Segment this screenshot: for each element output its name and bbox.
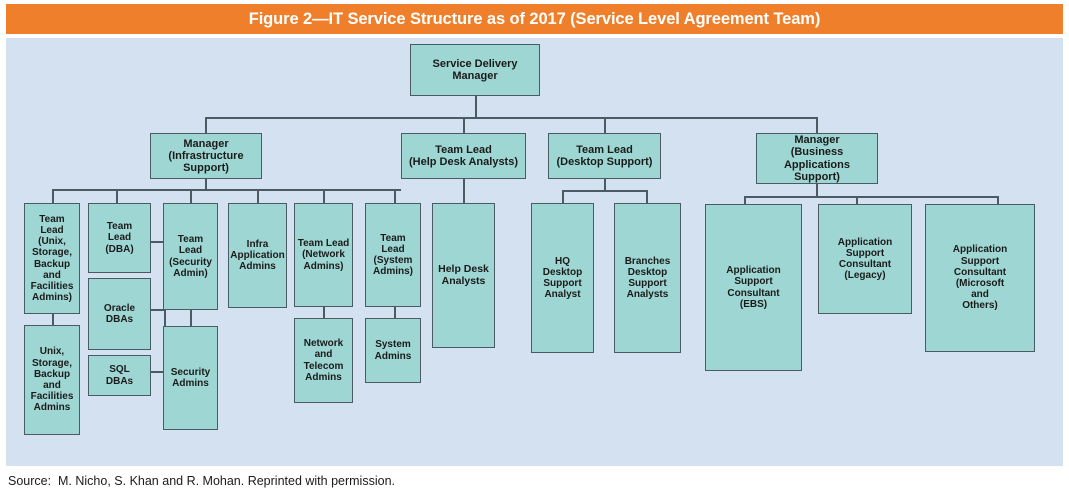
connector-tl-helpdesk-to-helpdesk — [463, 178, 465, 203]
connector-tl-dba-out — [151, 241, 165, 243]
connector-to-mgr-infra — [205, 117, 207, 133]
connector-tl-net-to-net-telecom — [323, 306, 325, 318]
node-unix-storage-backup-facilities-admins[interactable]: Unix, Storage, Backup and Facilities Adm… — [24, 325, 80, 435]
figure-title-bar: Figure 2—IT Service Structure as of 2017… — [6, 4, 1063, 34]
connector-tl-desktop-stem — [604, 178, 606, 191]
node-hq-desktop-support-analyst[interactable]: HQ Desktop Support Analyst — [531, 203, 594, 353]
connector-to-tl-dba — [116, 189, 118, 203]
connector-tl-sys-to-sys-admins — [394, 306, 396, 318]
node-network-and-telecom-admins[interactable]: Network and Telecom Admins — [294, 318, 353, 403]
figure-title: Figure 2—IT Service Structure as of 2017… — [248, 9, 821, 28]
connector-sdm-stem — [475, 96, 477, 118]
connector-to-asc-ms — [997, 196, 999, 204]
connector-to-hq-desktop — [562, 190, 564, 203]
connector-to-br-desktop — [646, 190, 648, 203]
connector-infra-bus — [52, 189, 401, 191]
node-security-admins[interactable]: Security Admins — [163, 326, 218, 430]
node-team-lead-desktop-support[interactable]: Team Lead (Desktop Support) — [548, 133, 661, 179]
node-help-desk-analysts[interactable]: Help Desk Analysts — [432, 203, 495, 348]
connector-to-tl-unix — [52, 189, 54, 203]
node-branches-desktop-support-analysts[interactable]: Branches Desktop Support Analysts — [614, 203, 681, 353]
node-application-support-consultant-ebs[interactable]: Application Support Consultant (EBS) — [705, 204, 802, 371]
connector-to-asc-legacy — [856, 196, 858, 204]
node-system-admins[interactable]: System Admins — [365, 318, 421, 383]
connector-to-oracle-dbas — [151, 309, 165, 311]
connector-bus-apps-bus — [744, 196, 998, 198]
node-infra-application-admins[interactable]: Infra Application Admins — [228, 203, 287, 308]
connector-mgr-infra-stem — [205, 178, 207, 190]
connector-to-tl-helpdesk — [463, 117, 465, 133]
connector-tl-sec-to-sec-admins — [190, 310, 192, 326]
connector-to-infra-app — [257, 189, 259, 203]
connector-level1-bus — [205, 117, 816, 119]
node-application-support-consultant-legacy[interactable]: Application Support Consultant (Legacy) — [818, 204, 912, 314]
node-team-lead-system-admins[interactable]: Team Lead (System Admins) — [365, 203, 421, 307]
connector-to-mgr-bus — [816, 117, 818, 133]
node-team-lead-network-admins[interactable]: Team Lead (Network Admins) — [294, 203, 353, 307]
connector-to-tl-sec — [190, 189, 192, 203]
connector-to-tl-net — [323, 189, 325, 203]
node-manager-business-applications-support[interactable]: Manager (Business Applications Support) — [756, 133, 878, 184]
connector-desktop-bus — [562, 190, 647, 192]
connector-to-sql-dbas — [151, 371, 165, 373]
connector-tl-unix-to-unix-admins — [52, 313, 54, 325]
connector-to-asc-ebs — [744, 196, 746, 204]
connector-to-tl-desktop — [604, 117, 606, 133]
node-team-lead-help-desk-analysts[interactable]: Team Lead (Help Desk Analysts) — [401, 133, 526, 179]
node-service-delivery-manager[interactable]: Service Delivery Manager — [410, 44, 540, 96]
node-team-lead-security-admin[interactable]: Team Lead (Security Admin) — [163, 203, 218, 310]
node-team-lead-unix-storage-backup-facilities-admins[interactable]: Team Lead (Unix, Storage, Backup and Fac… — [24, 203, 80, 314]
org-chart-canvas: Service Delivery Manager Manager (Infras… — [6, 38, 1063, 466]
node-sql-dbas[interactable]: SQL DBAs — [88, 355, 151, 396]
connector-mgr-bus-stem — [816, 183, 818, 197]
node-oracle-dbas[interactable]: Oracle DBAs — [88, 278, 151, 350]
node-manager-infrastructure-support[interactable]: Manager (Infrastructure Support) — [150, 133, 262, 179]
source-caption: Source: M. Nicho, S. Khan and R. Mohan. … — [8, 474, 395, 488]
node-team-lead-dba[interactable]: Team Lead (DBA) — [88, 203, 151, 273]
node-application-support-consultant-microsoft-and-others[interactable]: Application Support Consultant (Microsof… — [925, 204, 1035, 352]
connector-to-tl-sys — [394, 189, 396, 203]
